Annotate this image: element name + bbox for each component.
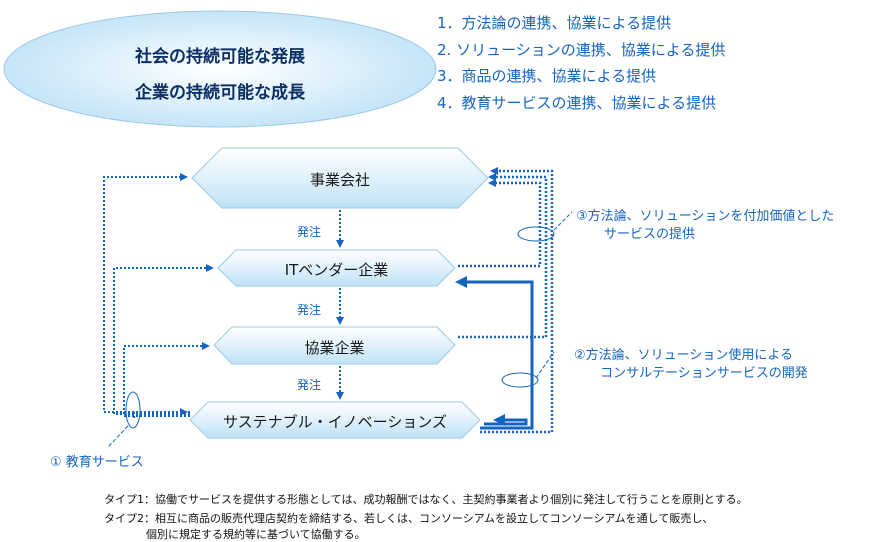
annotation-value-added-1: ③方法論、ソリューションを付加価値とした xyxy=(576,209,835,224)
education-service-lines xyxy=(103,173,214,418)
box-label-kyogyo-kigyo: 協業企業 xyxy=(304,339,365,357)
footnote-type2-line1: タイプ2：相互に商品の販売代理店契約を締結する、若しくは、コンソーシアムを設立し… xyxy=(104,512,714,525)
group-ellipse-2 xyxy=(501,372,539,388)
annotation-consulting-1: ②方法論、ソリューション使用による xyxy=(574,348,794,363)
box-label-sustainable-innovations: サステナブル・イノベーションズ xyxy=(222,413,448,431)
group-ellipse-1 xyxy=(125,391,141,429)
annotation-education: ① 教育サービス xyxy=(50,455,144,470)
box-sustainable-innovations xyxy=(189,401,481,439)
annotation-consulting-2: コンサルテーションサービスの開発 xyxy=(600,366,808,381)
value-added-lines xyxy=(458,167,554,434)
box-label-jigyo-kaisha: 事業会社 xyxy=(309,171,370,189)
box-kyogyo-kigyo xyxy=(213,326,456,365)
group-ellipse-3 xyxy=(517,226,555,242)
goal-ellipse xyxy=(3,10,437,128)
footnote-type1: タイプ1：協働でサービスを提供する形態としては、成功報酬ではなく、主契約事業者よ… xyxy=(104,493,748,506)
order-label-2: 発注 xyxy=(297,303,322,317)
consulting-lines xyxy=(455,276,534,430)
annotation-value-added-2: サービスの提供 xyxy=(604,227,696,242)
leader-lines xyxy=(107,211,573,448)
goal-line-1: 社会の持続可能な発展 xyxy=(135,47,305,67)
list-item-3: 3．商品の連携、協業による提供 xyxy=(437,67,657,85)
list-item-4: 4．教育サービスの連携、協業による提供 xyxy=(437,94,717,112)
list-item-1: 1．方法論の連携、協業による提供 xyxy=(437,14,672,32)
box-it-vendor xyxy=(217,249,456,287)
goal-line-2: 企業の持続可能な成長 xyxy=(135,83,305,103)
order-label-3: 発注 xyxy=(297,378,322,392)
list-item-2: 2. ソリューションの連携、協業による提供 xyxy=(437,41,726,59)
footnote-type2-line2: 個別に規定する規約等に基づいて協働する。 xyxy=(146,528,366,541)
order-label-1: 発注 xyxy=(297,225,322,239)
box-label-it-vendor: ITベンダー企業 xyxy=(284,261,389,279)
